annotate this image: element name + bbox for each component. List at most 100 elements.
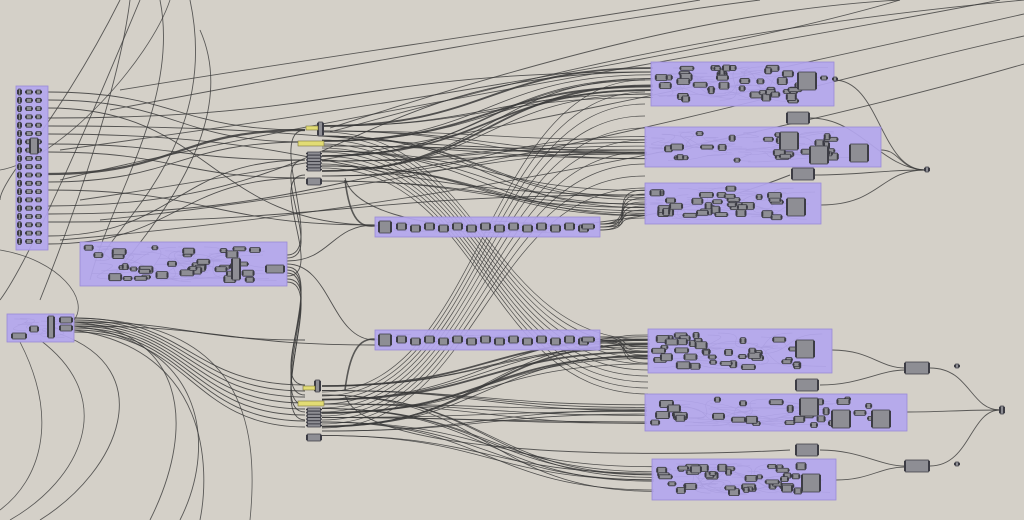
wire <box>73 323 306 404</box>
panel-highlight <box>297 400 325 407</box>
param-slider <box>17 138 22 146</box>
wire <box>73 325 376 346</box>
wire <box>0 0 141 301</box>
wire <box>73 327 306 416</box>
logic-component <box>137 268 151 274</box>
strip-component <box>581 336 595 343</box>
logic-component <box>756 78 765 85</box>
strip-component <box>494 224 505 233</box>
logic-component <box>689 465 702 474</box>
param-slider <box>25 189 33 195</box>
strip-component <box>536 335 547 344</box>
wire <box>321 403 648 416</box>
logic-component <box>709 359 718 365</box>
logic-component <box>737 354 747 359</box>
logic-component <box>707 86 715 95</box>
strip-component <box>564 222 575 231</box>
wire <box>929 409 1001 467</box>
wire <box>321 147 649 365</box>
param-slider <box>35 106 42 111</box>
output-node <box>832 76 838 82</box>
output-node <box>954 461 960 467</box>
wire <box>599 339 649 364</box>
logic-component <box>248 247 261 253</box>
logic-component <box>791 473 801 480</box>
logic-component <box>795 462 807 471</box>
logic-component <box>781 359 793 365</box>
merge-component <box>231 257 241 281</box>
param-slider <box>25 172 33 178</box>
logic-component <box>722 64 732 72</box>
strip-component <box>550 337 561 346</box>
strip-component <box>438 224 449 233</box>
wire <box>321 421 655 468</box>
logic-component <box>155 271 169 279</box>
strip-component <box>564 335 575 344</box>
logic-component <box>677 465 690 471</box>
param-slider <box>25 230 33 236</box>
stack-component <box>306 157 322 162</box>
wire <box>73 325 306 410</box>
wire <box>321 135 648 209</box>
wire <box>0 249 79 321</box>
logic-component <box>809 422 818 428</box>
standalone-component <box>795 378 819 392</box>
wire <box>73 321 306 398</box>
logic-component <box>676 154 685 161</box>
wire <box>286 174 306 277</box>
wire <box>599 336 649 360</box>
wire <box>814 169 926 176</box>
output-node <box>954 363 960 369</box>
logic-component <box>816 415 826 423</box>
logic-component <box>666 404 681 413</box>
wire <box>321 435 655 474</box>
wire <box>344 394 791 454</box>
logic-component <box>674 347 690 354</box>
param-slider <box>17 130 22 137</box>
logic-component <box>793 415 806 423</box>
logic-component <box>713 66 722 71</box>
component <box>29 325 39 333</box>
logic-component <box>657 474 673 480</box>
param-slider <box>25 106 33 111</box>
logic-component <box>712 412 726 420</box>
logic-component <box>785 93 797 101</box>
strip-component <box>378 333 392 347</box>
logic-component <box>723 193 736 199</box>
logic-component <box>745 415 759 424</box>
wire <box>79 13 1024 201</box>
wire <box>831 349 906 369</box>
output-component <box>265 264 285 274</box>
logic-component <box>83 244 94 251</box>
wire <box>321 130 648 141</box>
param-slider <box>35 114 42 120</box>
wire <box>599 209 646 231</box>
logic-component <box>108 273 123 282</box>
wire <box>329 0 901 129</box>
logic-component <box>762 136 774 142</box>
component <box>11 332 27 340</box>
logic-component <box>679 65 695 71</box>
logic-component <box>700 144 715 150</box>
wire <box>599 217 646 228</box>
param-panel <box>29 137 39 155</box>
logic-component <box>738 85 746 92</box>
wire <box>47 71 652 207</box>
logic-component <box>735 209 747 218</box>
logic-component <box>214 266 228 273</box>
strip-component <box>581 223 595 230</box>
logic-component <box>770 214 783 221</box>
param-slider <box>17 113 22 121</box>
wire <box>9 339 85 520</box>
component <box>59 324 73 332</box>
logic-component <box>726 202 737 208</box>
stack-component <box>306 420 322 425</box>
wire <box>321 165 648 214</box>
param-slider <box>35 214 42 219</box>
component <box>306 433 322 442</box>
strip-component <box>466 337 477 346</box>
wire <box>321 163 646 421</box>
logic-component <box>778 153 792 159</box>
wire <box>73 319 306 392</box>
